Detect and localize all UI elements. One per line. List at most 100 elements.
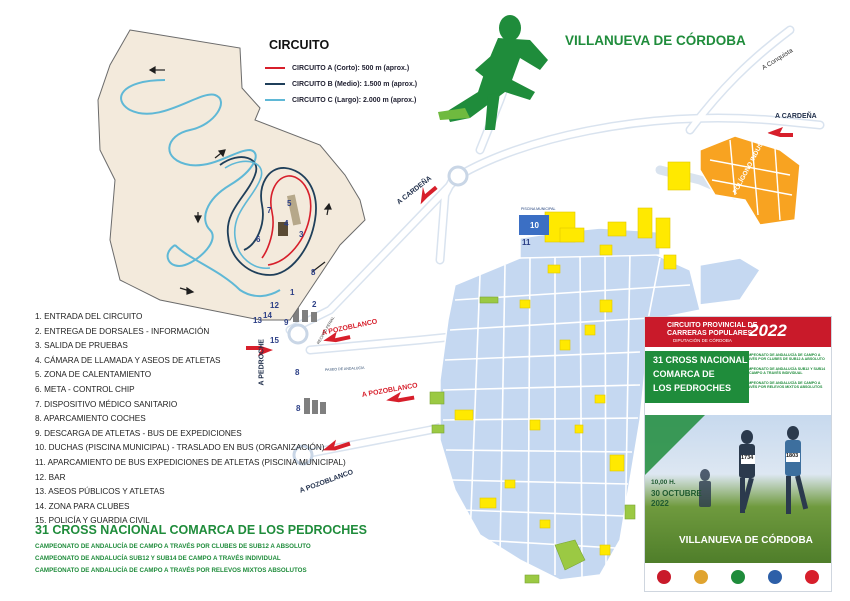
piscina-block [519, 215, 549, 235]
circuit-c-label: CIRCUITO C (Largo): 2.000 m (aprox.) [292, 96, 417, 104]
legend-item: 1. ENTRADA DEL CIRCUITO [35, 312, 143, 321]
parking-boxes [293, 308, 326, 414]
poster-logos [645, 563, 831, 591]
circuit-legend: CIRCUITO CIRCUITO A (Corto): 500 m (apro… [265, 38, 417, 108]
event-title: 31 CROSS NACIONAL COMARCA DE LOS PEDROCH… [35, 523, 367, 537]
legend-item: 10. DUCHAS (PISCINA MUNICIPAL) - TRASLAD… [35, 443, 325, 453]
town-title: VILLANUEVA DE CÓRDOBA [565, 33, 746, 48]
marker-4: 4 [284, 219, 289, 228]
legend-item: 11. APARCAMIENTO DE BUS EXPEDICIONES DE … [35, 457, 346, 467]
points-legend: 1. ENTRADA DEL CIRCUITO 2. ENTREGA DE DO… [35, 310, 346, 529]
poster-year: 2022 [749, 321, 787, 340]
event-subtitle-3: CAMPEONATO DE ANDALUCÍA DE CAMPO A TRAVÉ… [35, 567, 307, 574]
marker-14: 14 [263, 311, 272, 320]
poster-place: VILLANUEVA DE CÓRDOBA [679, 535, 813, 546]
legend-item: 13. ASEOS PÚBLICOS Y ATLETAS [35, 487, 165, 497]
poster-champ-2: CAMPEONATO DE ANDALUCÍA SUB12 Y SUB14 DE… [743, 367, 826, 375]
poster-green-band [645, 351, 749, 403]
legend-item: 7. DISPOSITIVO MÉDICO SANITARIO [35, 399, 178, 409]
piscina-label: PISCINA MUNICIPAL [521, 207, 556, 211]
junta-logo-icon [730, 570, 745, 584]
marker-12: 12 [270, 301, 279, 310]
event-subtitle-2: CAMPEONATO DE ANDALUCÍA SUB12 Y SUB14 DE… [35, 555, 281, 562]
poster-head-line2: CARRERAS POPULARES [667, 330, 753, 337]
marker-5: 5 [287, 199, 292, 208]
poster-photo: 1734 1803 [645, 415, 831, 563]
circuit-area [97, 29, 366, 321]
circuit-a-row: CIRCUITO A (Corto): 500 m (aprox.) [265, 60, 417, 76]
roundabout-west [287, 323, 309, 345]
legend-item: 14. ZONA PARA CLUBES [35, 501, 130, 511]
federation-logo-icon [768, 570, 783, 584]
shield-logo-icon [656, 570, 671, 584]
legend-item: 4. CÁMARA DE LLAMADA Y ASEOS DE ATLETAS [35, 355, 221, 365]
marker-10: 10 [530, 221, 539, 230]
event-poster: CIRCUITO PROVINCIAL DE CARRERAS POPULARE… [644, 316, 832, 592]
legend-item: 5. ZONA DE CALENTAMIENTO [35, 370, 152, 380]
marker-8c: 8 [296, 404, 301, 413]
circuit-b-label: CIRCUITO B (Medio): 1.500 m (aprox.) [292, 80, 418, 88]
marker-15: 15 [270, 336, 279, 345]
legend-item: 3. SALIDA DE PRUEBAS [35, 341, 128, 351]
circuit-a-swatch [265, 67, 285, 69]
poster-title-line2: COMARCA DE [653, 369, 715, 379]
legend-item: 12. BAR [35, 472, 66, 482]
runner-logo-icon [438, 15, 548, 130]
poster-title-line3: LOS PEDROCHES [653, 383, 732, 393]
poster-champ-3: CAMPEONATO DE ANDALUCÍA DE CAMPO A TRAVÉ… [743, 381, 823, 389]
circuit-c-path [120, 79, 257, 267]
poster-bib-2: 1803 [786, 453, 799, 459]
circuit-b-swatch [265, 83, 285, 85]
poster-date-year: 2022 [651, 499, 669, 508]
marker-3: 3 [299, 230, 304, 239]
poster-time: 10,00 H. [651, 479, 676, 486]
circuit-b-row: CIRCUITO B (Medio): 1.500 m (aprox.) [265, 76, 417, 92]
poster-title-line1: 31 CROSS NACIONAL [653, 355, 748, 365]
crest-logo-icon [693, 570, 708, 584]
poligono-streets [709, 139, 793, 221]
poster-bib-1: 1734 [741, 455, 754, 461]
poster-header [645, 317, 831, 347]
poster-champ-1: CAMPEONATO DE ANDALUCÍA DE CAMPO A TRAVÉ… [743, 353, 825, 361]
warmup-zone [286, 194, 302, 226]
legend-item: 2. ENTREGA DE DORSALES - INFORMACIÓN [35, 326, 210, 336]
circuit-c-inner [224, 160, 271, 269]
circuit-b-path [219, 156, 317, 276]
legend-item: 8. APARCAMIENTO COCHES [35, 414, 146, 424]
poligono-blocks [699, 135, 801, 226]
sponsor-logo-icon [805, 570, 820, 584]
legend-item: 6. META - CONTROL CHIP [35, 384, 135, 394]
marker-8a: 8 [311, 268, 316, 277]
marker-1: 1 [290, 288, 295, 297]
call-room [278, 222, 288, 236]
circuit-arrows [148, 65, 332, 295]
poster-head-line1: CIRCUITO PROVINCIAL DE [667, 322, 758, 329]
event-subtitle-1: CAMPEONATO DE ANDALUCÍA DE CAMPO A TRAVÉ… [35, 543, 311, 550]
roundabout-north [447, 165, 469, 187]
marker-6: 6 [256, 235, 261, 244]
legend-item: 15. POLICÍA Y GUARDIA CIVIL [35, 516, 150, 526]
circuit-title: CIRCUITO [269, 38, 330, 52]
poster-head-line3: DIPUTACIÓN DE CÓRDOBA [673, 338, 732, 343]
roundabout-south [292, 444, 314, 466]
circuit-a-label: CIRCUITO A (Corto): 500 m (aprox.) [292, 64, 410, 72]
marker-2: 2 [312, 300, 317, 309]
circuit-c-swatch [265, 99, 285, 101]
circuit-c-path-2 [174, 244, 281, 297]
marker-13: 13 [253, 316, 262, 325]
road-label-cardena-east: A CARDEÑA [775, 113, 817, 120]
poster-date: 30 OCTUBRE [651, 489, 702, 498]
circuit-a-path [261, 175, 312, 266]
green-zones [429, 296, 636, 584]
legend-item: 9. DESCARGA DE ATLETAS - BUS DE EXPEDICI… [35, 428, 242, 438]
circuit-c-row: CIRCUITO C (Largo): 2.000 m (aprox.) [265, 92, 417, 108]
road-arrows [246, 127, 793, 451]
marker-7: 7 [267, 206, 272, 215]
marker-8b: 8 [295, 368, 300, 377]
town-streets [442, 249, 691, 579]
runners-illustration [645, 415, 809, 514]
marker-11: 11 [522, 238, 531, 247]
yellow-zones [454, 161, 691, 556]
